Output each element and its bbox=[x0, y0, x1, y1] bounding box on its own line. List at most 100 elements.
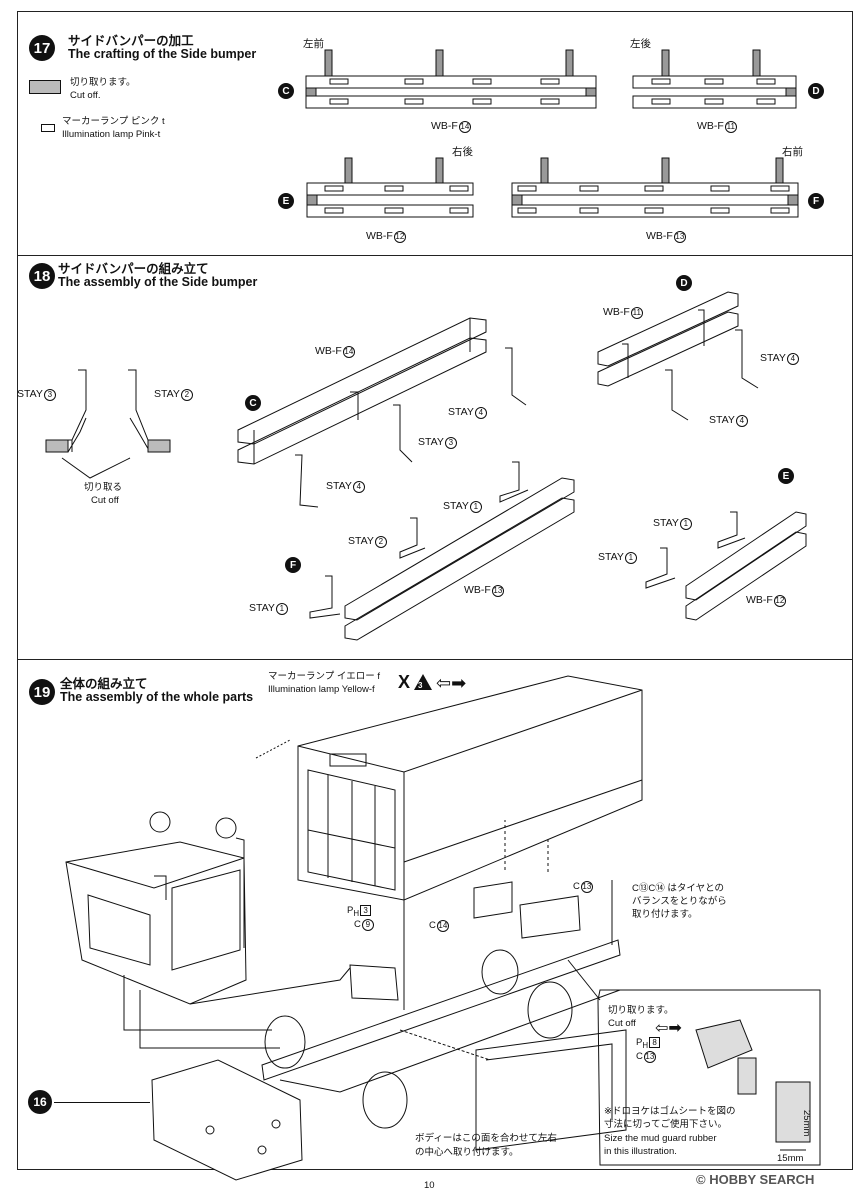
cut-off-swatch bbox=[29, 80, 61, 94]
mud-ja-2: 寸法に切ってご使用下さい。 bbox=[604, 1119, 728, 1130]
cut-off-en-18: Cut off bbox=[91, 495, 119, 506]
double-arrow-icon: ⇦➡ bbox=[436, 673, 467, 693]
legend-lamp-en: Illumination lamp Pink-t bbox=[62, 129, 161, 140]
dim-height: 25mm bbox=[801, 1110, 812, 1137]
step-17-title-ja: サイドバンパーの加工 bbox=[68, 34, 194, 48]
watermark: © HOBBY SEARCH bbox=[696, 1172, 814, 1187]
d-stay4b-num: 4 bbox=[735, 415, 748, 427]
step-17-number: 17 bbox=[29, 35, 55, 61]
marker-d: D bbox=[808, 83, 824, 99]
marker-e-18: E bbox=[778, 468, 794, 484]
stay3-detail-num: 3 bbox=[43, 389, 56, 401]
e-stay1b-text: STAY bbox=[598, 551, 624, 563]
c13b-c: C bbox=[636, 1051, 643, 1062]
c13b-num: 13 bbox=[643, 1051, 656, 1063]
marker-f: F bbox=[808, 193, 824, 209]
marker-c-18: C bbox=[245, 395, 261, 411]
c-part-num: 14 bbox=[342, 346, 355, 358]
marker-c: C bbox=[278, 83, 294, 99]
lamp-yellow-en: Illumination lamp Yellow-f bbox=[268, 684, 375, 695]
c14-num: 14 bbox=[436, 920, 449, 932]
part-c-num: 14 bbox=[458, 121, 471, 133]
f-stay2-text: STAY bbox=[348, 535, 374, 547]
f-part-num: 13 bbox=[491, 585, 504, 597]
f-stay2-num: 2 bbox=[374, 536, 387, 548]
pos-right-front: 右前 bbox=[782, 146, 803, 158]
c-stay4a-num: 4 bbox=[474, 407, 487, 419]
c-stay3-text: STAY bbox=[418, 436, 444, 448]
f-stay1a-num: 1 bbox=[469, 501, 482, 513]
part-e-name: WB-F bbox=[366, 230, 393, 242]
note-c-line3: 取り付けます。 bbox=[632, 909, 698, 920]
mud-en-1: Size the mud guard rubber bbox=[604, 1133, 717, 1144]
pos-left-front: 左前 bbox=[303, 38, 324, 50]
c-stay4b-num: 4 bbox=[352, 481, 365, 493]
c-stay3-num: 3 bbox=[444, 437, 457, 449]
c-stay4b-text: STAY bbox=[326, 480, 352, 492]
part-d-num: 11 bbox=[724, 121, 737, 133]
d-part-num: 11 bbox=[630, 307, 643, 319]
d-stay4a-text: STAY bbox=[760, 352, 786, 364]
step-19-title-en: The assembly of the whole parts bbox=[60, 690, 254, 704]
step-18-number: 18 bbox=[29, 263, 55, 289]
step-19-title-ja: 全体の組み立て bbox=[60, 677, 148, 691]
cut-en-19: Cut off bbox=[608, 1018, 636, 1029]
marker-e: E bbox=[278, 193, 294, 209]
step-19-panel bbox=[17, 659, 853, 1170]
mud-ja-1: ※ドロヨケはゴムシートを図の bbox=[604, 1106, 736, 1117]
part-e-num: 12 bbox=[393, 231, 406, 243]
note-c-line2: バランスをとりながら bbox=[632, 896, 727, 907]
c13-num: 13 bbox=[580, 881, 593, 893]
part-d-name: WB-F bbox=[697, 120, 724, 132]
double-arrow-icon-2: ⇦➡ bbox=[655, 1020, 682, 1037]
legend-lamp-ja: マーカーランプ ピンク t bbox=[62, 116, 165, 127]
ref-step-16: 16 bbox=[28, 1090, 52, 1114]
ph3-num: 3 bbox=[360, 905, 372, 916]
marker-f-18: F bbox=[285, 557, 301, 573]
f-stay1b-text: STAY bbox=[249, 602, 275, 614]
ph8-h: H bbox=[642, 1040, 649, 1050]
e-part-name: WB-F bbox=[746, 594, 773, 606]
dim-width: 15mm bbox=[777, 1153, 804, 1164]
body-note-2: の中心へ取り付けます。 bbox=[415, 1147, 519, 1158]
legend-cut-ja: 切り取ります。 bbox=[70, 77, 136, 88]
e-part-num: 12 bbox=[773, 595, 786, 607]
cut-off-ja-18: 切り取る bbox=[84, 482, 123, 493]
step-18-title-ja: サイドバンパーの組み立て bbox=[58, 262, 209, 276]
ref-16-leader bbox=[54, 1102, 150, 1103]
ph8-p: P bbox=[636, 1037, 643, 1048]
stay2-detail-num: 2 bbox=[180, 389, 193, 401]
c13-c: C bbox=[573, 881, 580, 892]
d-stay4b-text: STAY bbox=[709, 414, 735, 426]
c14-c: C bbox=[429, 920, 436, 931]
note-c-line1: C⑬C⑭ はタイヤとの bbox=[632, 883, 724, 894]
f-stay1b-num: 1 bbox=[275, 603, 288, 615]
part-f-name: WB-F bbox=[646, 230, 673, 242]
f-part-name: WB-F bbox=[464, 584, 491, 596]
watermark-text: HOBBY SEARCH bbox=[709, 1172, 815, 1187]
triangle-icon bbox=[414, 674, 432, 690]
c-part-name: WB-F bbox=[315, 345, 342, 357]
d-part-name: WB-F bbox=[603, 306, 630, 318]
